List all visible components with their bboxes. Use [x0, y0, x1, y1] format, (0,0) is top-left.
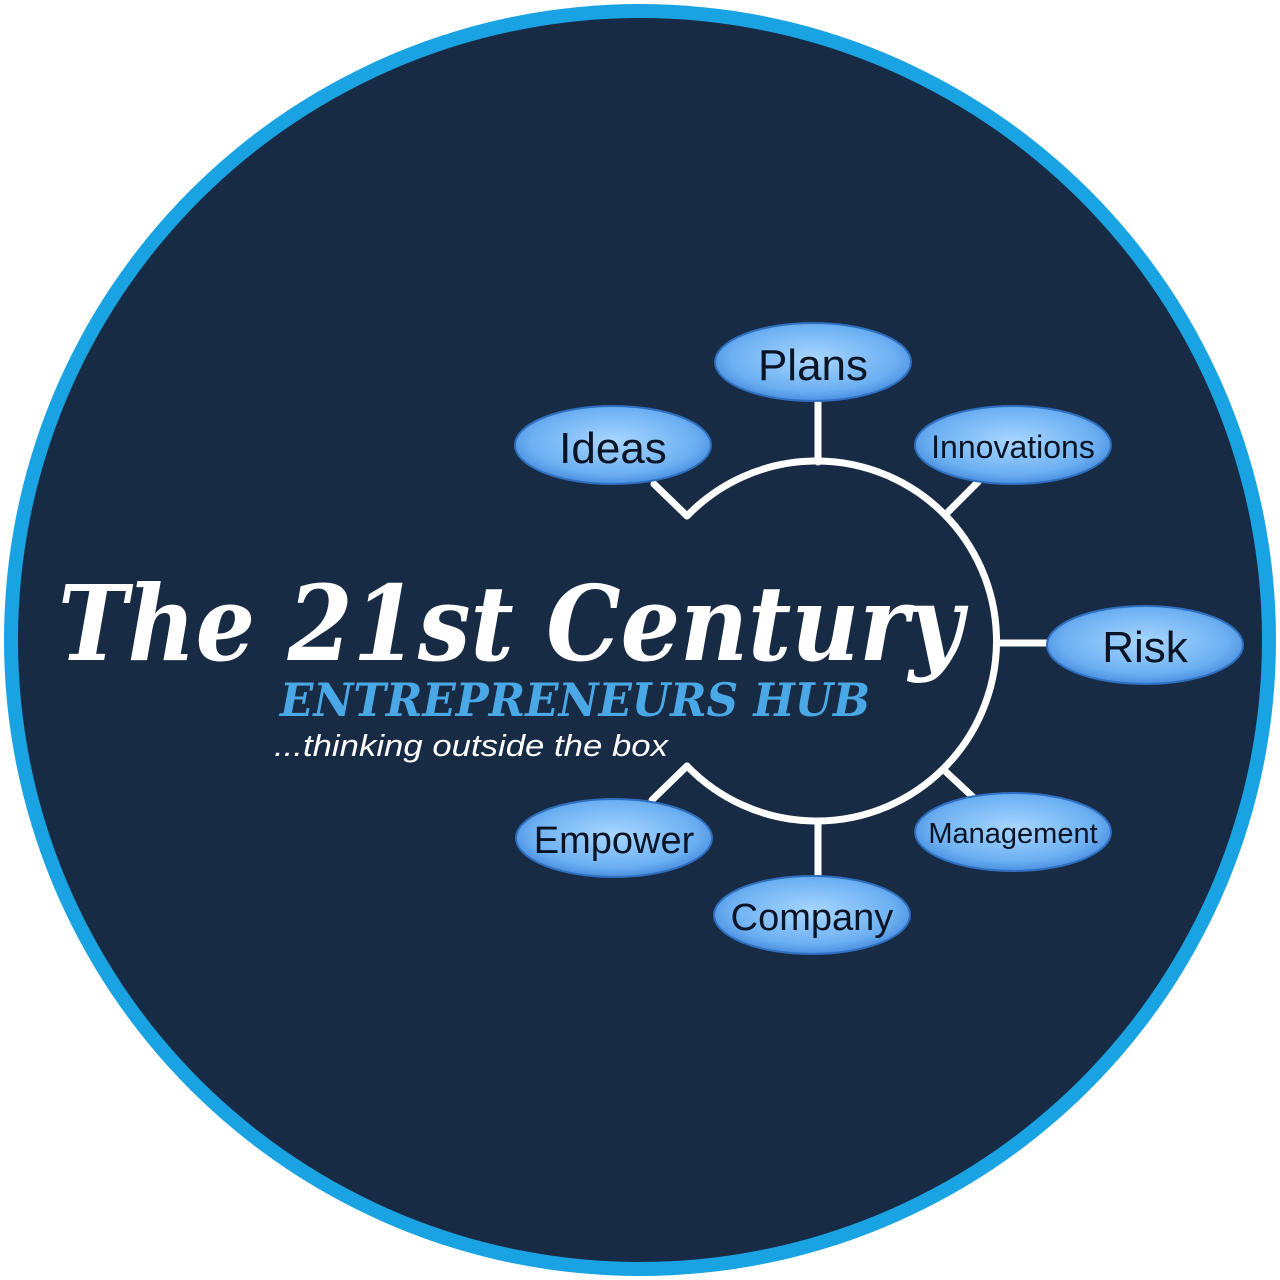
- connector-ideas: [650, 480, 691, 520]
- node-ideas: Ideas: [514, 405, 712, 485]
- node-label-plans: Plans: [758, 341, 868, 390]
- node-label-management: Management: [928, 818, 1097, 850]
- node-empower: Empower: [515, 798, 713, 878]
- connector-empower: [648, 762, 691, 804]
- connector-management: [940, 766, 978, 802]
- node-innovations: Innovations: [914, 405, 1112, 485]
- brand-subtitle: ENTREPRENEURS HUB: [278, 673, 870, 727]
- node-company: Company: [713, 875, 911, 955]
- node-label-company: Company: [731, 897, 894, 939]
- dark-disc: [18, 18, 1262, 1262]
- brand-title: The 21st Century: [58, 562, 969, 685]
- brand-tagline: ...thinking outside the box: [274, 728, 670, 763]
- node-plans: Plans: [714, 322, 912, 402]
- node-label-empower: Empower: [534, 820, 695, 862]
- node-label-ideas: Ideas: [559, 424, 667, 473]
- hub-arc: [683, 457, 1000, 825]
- connector-innovations: [944, 478, 982, 516]
- node-label-innovations: Innovations: [931, 429, 1095, 465]
- node-management: Management: [914, 792, 1112, 872]
- node-label-risk: Risk: [1102, 623, 1189, 672]
- hub-circle: [648, 396, 1052, 884]
- node-risk: Risk: [1046, 605, 1244, 685]
